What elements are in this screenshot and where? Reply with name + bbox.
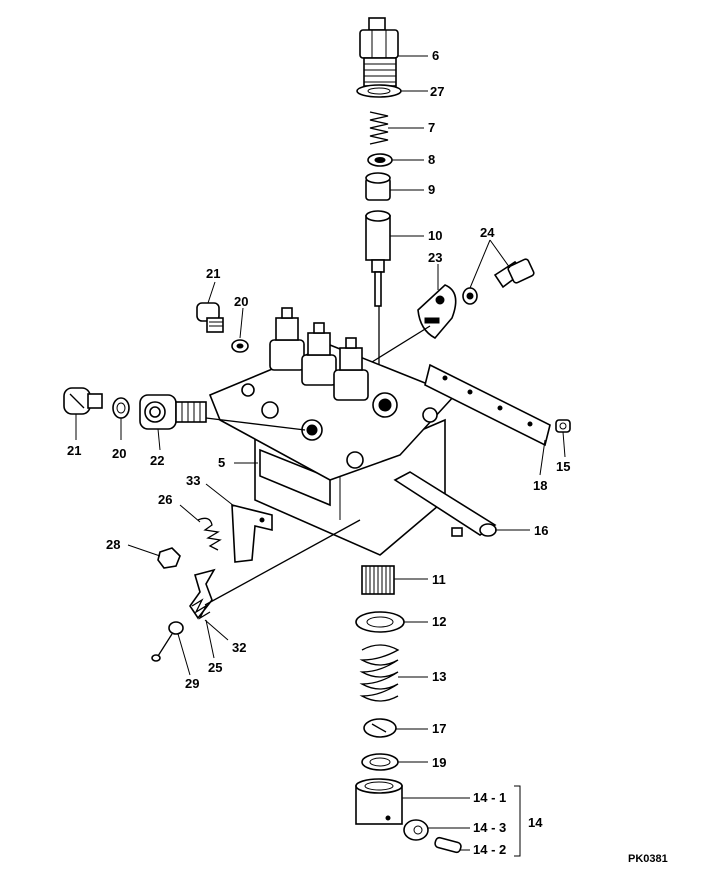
label-15: 15 <box>556 459 570 474</box>
part-14-1-tappet <box>355 778 403 825</box>
label-29: 29 <box>185 676 199 691</box>
label-21-left: 21 <box>67 443 81 458</box>
part-18-plate <box>424 363 551 447</box>
part-8-washer <box>367 153 393 167</box>
label-25: 25 <box>208 660 222 675</box>
label-28: 28 <box>106 537 120 552</box>
label-5: 5 <box>218 455 225 470</box>
label-14-1: 14 - 1 <box>473 790 506 805</box>
part-11-gear <box>361 565 395 595</box>
part-10-delivery-valve <box>365 210 391 307</box>
label-9: 9 <box>428 182 435 197</box>
part-26-spring <box>197 517 222 551</box>
part-17-spring-seat <box>363 718 397 738</box>
label-17: 17 <box>432 721 446 736</box>
label-20-left: 20 <box>112 446 126 461</box>
label-27: 27 <box>430 84 444 99</box>
label-11: 11 <box>432 572 446 587</box>
part-33-stop-plate <box>231 503 273 563</box>
part-22-connector <box>139 394 207 430</box>
label-14-3: 14 - 3 <box>473 820 506 835</box>
part-14-2-pin <box>434 836 462 854</box>
label-19: 19 <box>432 755 446 770</box>
label-20-upper: 20 <box>234 294 248 309</box>
label-26: 26 <box>158 492 172 507</box>
label-18: 18 <box>533 478 547 493</box>
part-13-plunger-spring <box>359 644 400 702</box>
part-15-screw <box>555 419 571 433</box>
label-16: 16 <box>534 523 548 538</box>
part-27-gasket <box>356 84 402 98</box>
part-6-delivery-valve-holder <box>359 17 399 87</box>
label-12: 12 <box>432 614 446 629</box>
label-33: 33 <box>186 473 200 488</box>
part-20-washer-left <box>112 397 130 419</box>
label-14-2: 14 - 2 <box>473 842 506 857</box>
part-9-valve-seat <box>365 172 391 201</box>
label-8: 8 <box>428 152 435 167</box>
label-10: 10 <box>428 228 442 243</box>
part-23-bracket <box>417 284 457 340</box>
pump-outlets <box>269 307 369 401</box>
label-6: 6 <box>432 48 439 63</box>
label-23: 23 <box>428 250 442 265</box>
part-14-3-roller <box>403 819 429 841</box>
leader-lines <box>75 55 566 851</box>
part-20-washer-upper <box>231 339 249 353</box>
part-28-nut <box>157 547 181 569</box>
label-7: 7 <box>428 120 435 135</box>
part-29-bolt <box>151 621 184 662</box>
part-14-bracket <box>514 785 521 857</box>
part-24-bolt-washer <box>462 258 535 305</box>
part-5-pump-body <box>208 344 457 556</box>
part-labels: 6 27 7 8 9 10 24 23 21 20 21 20 22 5 15 … <box>67 48 668 865</box>
label-21-upper: 21 <box>206 266 220 281</box>
part-7-spring <box>369 111 389 145</box>
part-12-collar <box>355 611 405 633</box>
part-19-shim <box>361 753 399 771</box>
label-22: 22 <box>150 453 164 468</box>
part-32-lever <box>189 568 216 620</box>
drawing-code: PK0381 <box>628 853 668 865</box>
label-14: 14 <box>528 815 543 830</box>
label-24: 24 <box>480 225 495 240</box>
part-16-control-rack <box>393 471 497 537</box>
part-25-spring <box>191 598 211 620</box>
part-21-plug-upper <box>196 302 224 333</box>
part-21-plug-left <box>63 387 103 415</box>
label-13: 13 <box>432 669 446 684</box>
label-32: 32 <box>232 640 246 655</box>
